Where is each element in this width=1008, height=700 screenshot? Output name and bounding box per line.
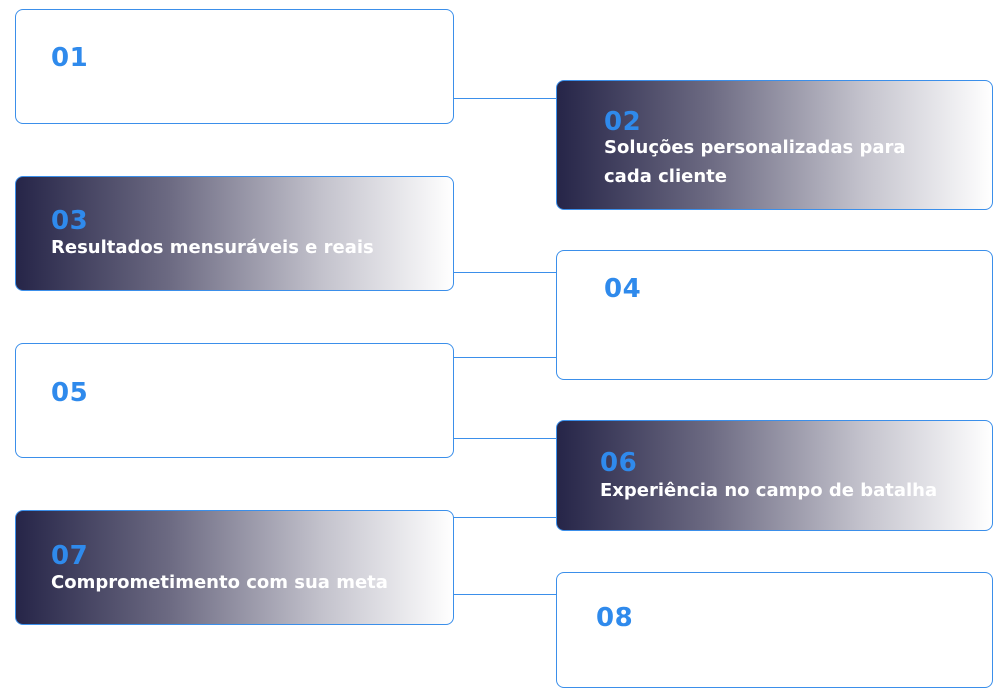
connector-05-04: [453, 357, 557, 358]
connector-01-02: [453, 98, 557, 99]
step-text: Comprometimento com sua meta: [51, 572, 388, 593]
step-number: 03: [51, 206, 89, 236]
step-card-01: 01: [15, 9, 454, 124]
step-card-03: 03 Resultados mensuráveis e reais: [15, 176, 454, 291]
step-card-05: 05: [15, 343, 454, 458]
connector-05-06: [453, 438, 557, 439]
connector-07-08: [453, 594, 557, 595]
step-number: 07: [51, 541, 89, 571]
step-card-06: 06 Experiência no campo de batalha: [556, 420, 993, 531]
step-number: 06: [600, 448, 638, 478]
step-card-08: 08: [556, 572, 993, 688]
step-number: 05: [51, 378, 89, 408]
step-text: Resultados mensuráveis e reais: [51, 237, 374, 258]
step-number: 01: [51, 43, 89, 73]
step-card-07: 07 Comprometimento com sua meta: [15, 510, 454, 625]
step-card-04: 04: [556, 250, 993, 380]
step-card-02: 02 Soluções personalizadas para cada cli…: [556, 80, 993, 210]
step-text: Soluções personalizadas para cada client…: [604, 137, 906, 187]
step-number: 04: [604, 274, 642, 304]
connector-03-04: [453, 272, 557, 273]
connector-07-06: [453, 517, 557, 518]
step-number: 08: [596, 603, 634, 633]
step-text: Experiência no campo de batalha: [600, 480, 938, 501]
step-number: 02: [604, 107, 642, 137]
